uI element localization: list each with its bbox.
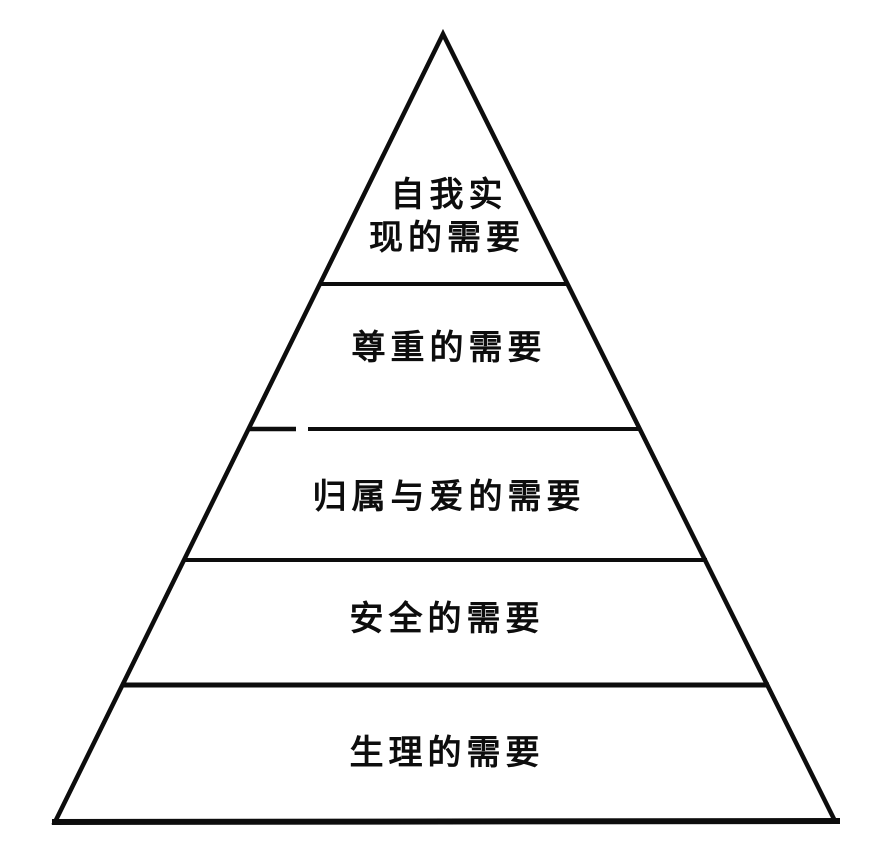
level-5-physiological-label: 生理的需要 [350,733,545,773]
level-2-esteem-label: 尊重的需要 [352,328,547,368]
level-1-self-actualization-label-line-2: 现的需要 [369,218,525,258]
level-3-belonging-love-label: 归属与爱的需要 [313,477,586,517]
pyramid-base-line [51,818,841,825]
level-1-self-actualization-label-line-1: 自我实 [391,175,508,215]
level-4-safety-label: 安全的需要 [350,599,545,639]
